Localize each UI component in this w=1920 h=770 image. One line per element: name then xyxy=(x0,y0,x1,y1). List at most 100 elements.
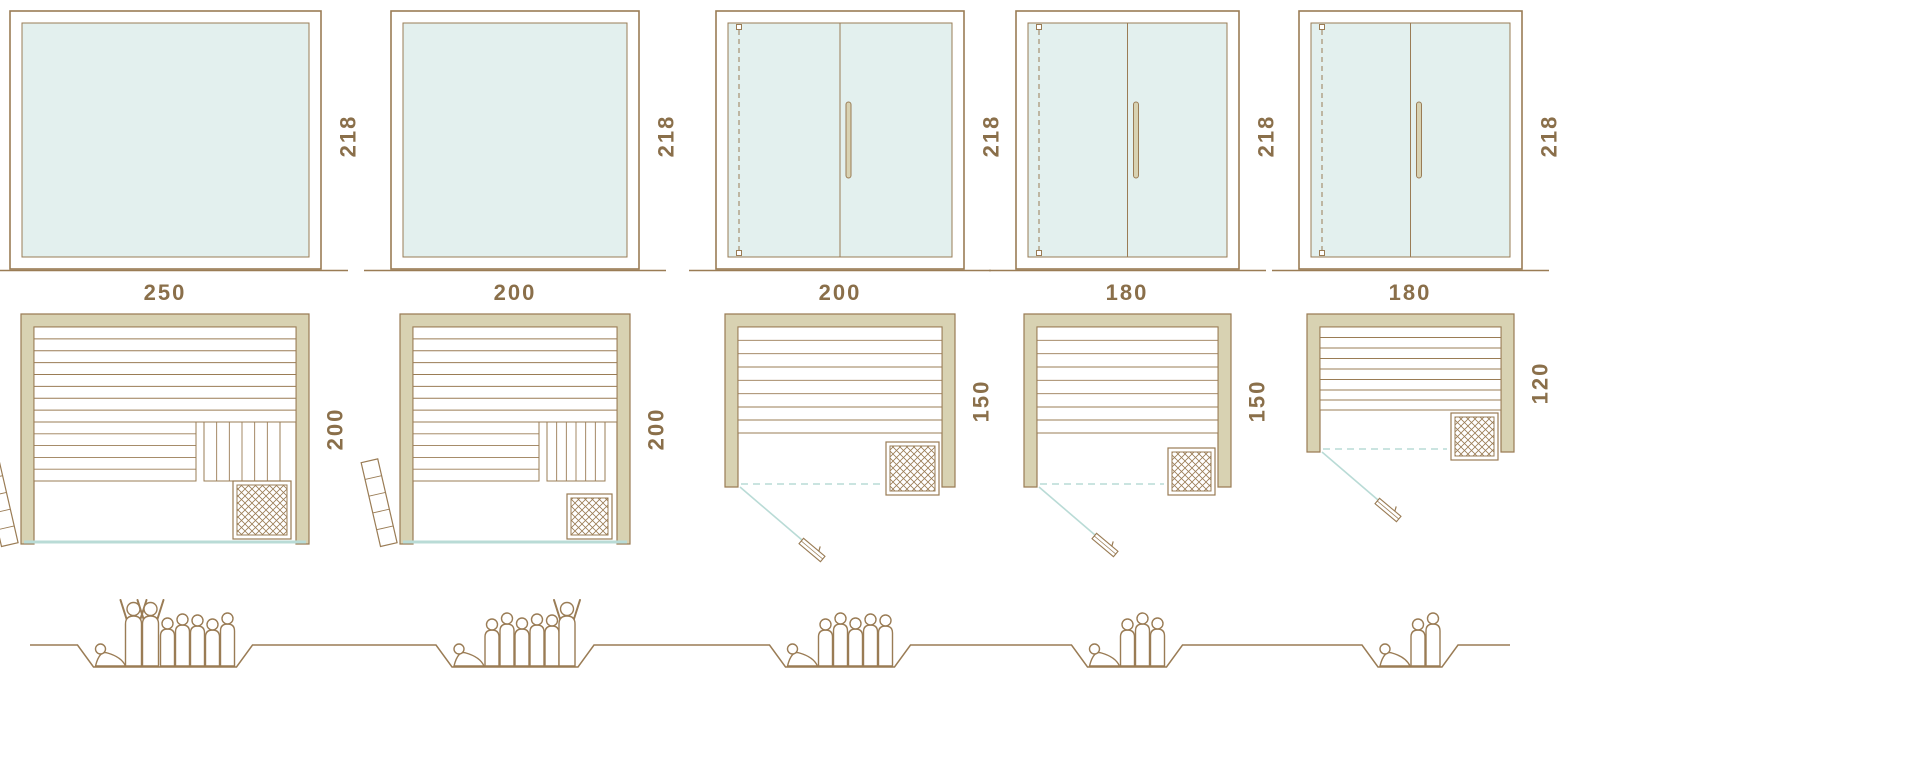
upper-bench xyxy=(1319,326,1501,391)
person-standing xyxy=(484,629,500,667)
glass-door-leaf xyxy=(798,537,826,563)
depth-dimension-label: 200 xyxy=(322,407,348,451)
hinge-mark-bottom xyxy=(736,250,742,256)
capacity-group-4-persons xyxy=(1088,612,1166,667)
depth-dimension-label: 150 xyxy=(1244,379,1270,422)
upper-bench xyxy=(1036,326,1218,408)
person-reclining xyxy=(1379,651,1412,667)
wood-door-open xyxy=(0,458,19,548)
capacity-group-6-persons xyxy=(786,612,894,667)
front-elevation-drawing xyxy=(988,10,1266,272)
person-standing xyxy=(1119,629,1136,667)
floor-plan: 150 xyxy=(724,313,994,563)
person-reclining xyxy=(94,651,127,667)
lower-bench xyxy=(33,421,197,482)
front-elevation-drawing xyxy=(0,10,348,272)
door-swing-line xyxy=(1320,451,1379,501)
sauna-model-250x200: 218 250 200 xyxy=(0,0,360,548)
glass-door-leaf xyxy=(1373,497,1402,523)
door-handle xyxy=(1132,101,1139,179)
depth-dimension-label: 200 xyxy=(643,407,669,451)
person-standing xyxy=(817,629,834,667)
glass-door-leaf xyxy=(1090,532,1119,558)
person-standing xyxy=(514,628,530,667)
upper-bench xyxy=(412,326,618,423)
person-standing xyxy=(1149,628,1166,667)
hinge-mark-top xyxy=(736,24,742,30)
capacity-group-8-persons xyxy=(94,599,236,667)
person-standing xyxy=(499,623,515,667)
bench-side-panel xyxy=(203,421,281,482)
person-standing xyxy=(877,625,894,667)
front-elevation-drawing xyxy=(364,10,666,272)
floor-plan-drawing xyxy=(724,313,956,563)
floor-plan-drawing xyxy=(1022,313,1232,558)
lower-bench xyxy=(412,421,540,482)
hinge-mark-bottom xyxy=(1035,250,1042,256)
bench-step xyxy=(1319,389,1501,411)
ground-line xyxy=(30,644,1510,668)
person-standing xyxy=(159,628,176,667)
walls xyxy=(1022,313,1232,488)
person-standing xyxy=(1425,623,1441,667)
bench-side-panel xyxy=(546,421,606,482)
person-reclining xyxy=(453,651,486,667)
door-handle xyxy=(845,101,852,179)
person-reclining xyxy=(786,651,819,667)
door-handle xyxy=(1415,101,1422,179)
capacity-ground-illustration xyxy=(30,599,1510,668)
capacity-group-3-persons xyxy=(1379,612,1441,667)
heater xyxy=(1449,412,1499,461)
height-dimension-label: 218 xyxy=(1253,114,1279,158)
depth-dimension-label: 120 xyxy=(1527,361,1553,405)
floor-plan: 200 xyxy=(0,313,348,548)
person-reclining xyxy=(1088,651,1121,667)
front-elevation-drawing xyxy=(1271,10,1549,272)
floor-plan-drawing xyxy=(360,313,631,548)
sauna-model-180x150: 218 180 150 xyxy=(988,0,1278,558)
front-elevation: 218 xyxy=(689,0,1004,272)
depth-dimension-label: 150 xyxy=(968,379,994,422)
person-standing xyxy=(1410,629,1426,667)
hinge-mark-top xyxy=(1035,24,1042,30)
glass-pane xyxy=(21,22,309,258)
front-elevation: 218 xyxy=(1271,0,1561,272)
hinge-mark-bottom xyxy=(1318,250,1325,256)
heater xyxy=(1166,447,1216,496)
glass-pane xyxy=(402,22,628,258)
person-standing xyxy=(1134,623,1151,667)
wood-door-open xyxy=(360,458,398,548)
walls xyxy=(724,313,956,488)
capacity-group-7-persons xyxy=(453,599,581,667)
bench-step xyxy=(737,406,943,434)
person-standing xyxy=(174,624,191,667)
person-standing xyxy=(862,624,879,667)
upper-bench xyxy=(33,326,297,423)
width-dimension-label: 180 xyxy=(1105,280,1149,305)
front-elevation: 218 xyxy=(988,0,1278,272)
person-arms-raised xyxy=(141,615,160,667)
person-standing xyxy=(544,625,560,667)
floor-plan-drawing xyxy=(1305,313,1515,523)
height-dimension-label: 218 xyxy=(1536,114,1562,158)
heater xyxy=(885,441,940,496)
floor-plan: 150 xyxy=(1022,313,1269,558)
sauna-model-200x200: 218 200 200 xyxy=(360,0,679,548)
floor-plan: 200 xyxy=(360,313,669,548)
person-arms-raised xyxy=(124,615,143,667)
person-arms-raised xyxy=(558,615,576,667)
front-elevation-drawing xyxy=(689,10,991,272)
heater xyxy=(232,480,292,540)
width-dimension-label: 250 xyxy=(143,280,187,305)
door-swing-line xyxy=(1037,486,1096,536)
door-swing-line xyxy=(739,486,803,541)
upper-bench xyxy=(737,326,943,408)
front-elevation: 218 xyxy=(364,0,679,272)
heater xyxy=(566,493,613,540)
front-elevation: 218 xyxy=(0,0,360,272)
person-standing xyxy=(847,628,864,667)
width-dimension-label: 200 xyxy=(493,280,537,305)
height-dimension-label: 218 xyxy=(335,114,361,158)
